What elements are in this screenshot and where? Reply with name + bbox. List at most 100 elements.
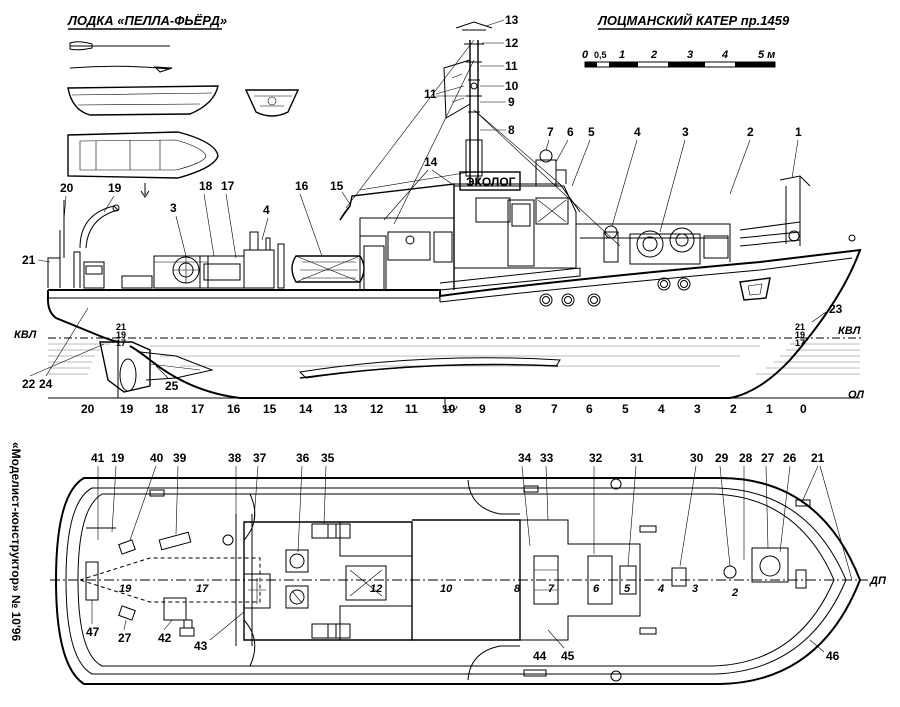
plan-station: 6 <box>593 583 600 595</box>
plan-callouts: 41 19 40 39 38 37 36 35 34 33 32 31 30 2… <box>86 451 853 663</box>
station-label: 1 <box>766 402 773 416</box>
source-caption: «Моделист-конструктор» № 10'96 <box>9 442 23 641</box>
callout: 35 <box>321 451 335 465</box>
side-callouts: 1 2 3 4 5 6 7 8 9 10 11 11 12 13 14 15 1… <box>22 13 843 393</box>
station-label: 16 <box>227 402 241 416</box>
callout: 28 <box>739 451 753 465</box>
callout: 12 <box>505 36 519 50</box>
station-label: 4 <box>658 402 665 416</box>
callout: 3 <box>170 201 177 215</box>
station-label: 2 <box>730 402 737 416</box>
callout: 2 <box>747 125 754 139</box>
plan-station: 5 <box>624 583 631 595</box>
callout: 17 <box>221 179 235 193</box>
dp-label: ДП <box>869 575 887 587</box>
callout: 24 <box>39 377 53 391</box>
plan-station: 12 <box>370 583 382 595</box>
scale-label-5: 5 м <box>758 49 775 61</box>
callout: 33 <box>540 451 554 465</box>
plan-station: 2 <box>731 587 738 599</box>
draft-marks: 21 19 17 21 19 17 <box>116 322 805 348</box>
scale-bar: 0 0,5 1 2 3 4 5 м <box>582 49 776 68</box>
callout: 41 <box>91 451 105 465</box>
callout: 27 <box>118 631 132 645</box>
boat-views <box>67 41 300 198</box>
station-label: 19 <box>120 402 134 416</box>
station-label: 20 <box>81 402 95 416</box>
callout: 26 <box>783 451 797 465</box>
callout: 16 <box>295 179 309 193</box>
scale-label-2: 2 <box>650 49 657 61</box>
callout: 4 <box>634 125 641 139</box>
callout: 38 <box>228 451 242 465</box>
name-plate: ЭКОЛОГ <box>466 175 516 189</box>
plan-station: 7 <box>548 583 555 595</box>
callout: 25 <box>165 379 179 393</box>
callout: 39 <box>173 451 187 465</box>
draft-mark: 21 <box>116 322 126 332</box>
callout: 32 <box>589 451 603 465</box>
ol-label: ОЛ <box>848 389 864 401</box>
plan-station: 3 <box>692 583 698 595</box>
callout: 13 <box>505 13 519 27</box>
station-label: 13 <box>334 402 348 416</box>
station-baseline: 20 19 18 17 16 15 14 13 12 11 10 9 8 7 6… <box>48 397 860 416</box>
scale-label-0: 0 <box>582 49 589 61</box>
propeller-and-rudder <box>99 341 214 399</box>
kvl-label-right: КВЛ <box>838 325 861 337</box>
callout: 29 <box>715 451 729 465</box>
draft-mark: 17 <box>116 338 126 348</box>
callout: 47 <box>86 625 100 639</box>
callout: 30 <box>690 451 704 465</box>
callout: 1 <box>795 125 802 139</box>
hull-side <box>47 248 862 399</box>
callout: 19 <box>108 181 122 195</box>
callout: 22 <box>22 377 36 391</box>
callout: 46 <box>826 649 840 663</box>
callout: 4 <box>263 203 270 217</box>
scale-label-1: 1 <box>619 49 625 61</box>
callout: 9 <box>508 95 515 109</box>
callout: 40 <box>150 451 164 465</box>
station-label: 8 <box>515 402 522 416</box>
kvl-label-left: КВЛ <box>14 329 37 341</box>
callout: 45 <box>561 649 575 663</box>
station-label: 3 <box>694 402 701 416</box>
callout: 11 <box>424 87 437 101</box>
callout: 14 <box>424 155 438 169</box>
station-label: 7 <box>551 402 558 416</box>
station-label: 11 <box>405 402 418 416</box>
water-surface <box>48 343 860 375</box>
callout: 6 <box>567 125 574 139</box>
station-label: 18 <box>155 402 169 416</box>
station-label: 6 <box>586 402 593 416</box>
scale-label-05: 0,5 <box>594 50 607 60</box>
plan-station: 4 <box>657 583 664 595</box>
superstructure: ЭКОЛОГ <box>47 21 856 290</box>
scale-label-3: 3 <box>687 49 693 61</box>
station-label: 10 <box>442 402 456 416</box>
callout: 36 <box>296 451 310 465</box>
hull-plan: ДП <box>50 477 887 685</box>
station-label: 5 <box>622 402 629 416</box>
callout: 15 <box>330 179 344 193</box>
callout: 34 <box>518 451 532 465</box>
station-label: 15 <box>263 402 277 416</box>
callout: 8 <box>508 123 515 137</box>
callout: 3 <box>682 125 689 139</box>
plan-station: 10 <box>440 583 453 595</box>
callout: 37 <box>253 451 267 465</box>
callout: 27 <box>761 451 775 465</box>
callout: 43 <box>194 639 208 653</box>
draft-mark: 17 <box>795 338 805 348</box>
callout: 7 <box>547 125 554 139</box>
callout: 21 <box>22 253 36 267</box>
scale-label-4: 4 <box>721 49 728 61</box>
plan-station: 19 <box>119 583 132 595</box>
callout: 23 <box>829 302 843 316</box>
callout: 5 <box>588 125 595 139</box>
station-label: 12 <box>370 402 384 416</box>
callout: 18 <box>199 179 213 193</box>
